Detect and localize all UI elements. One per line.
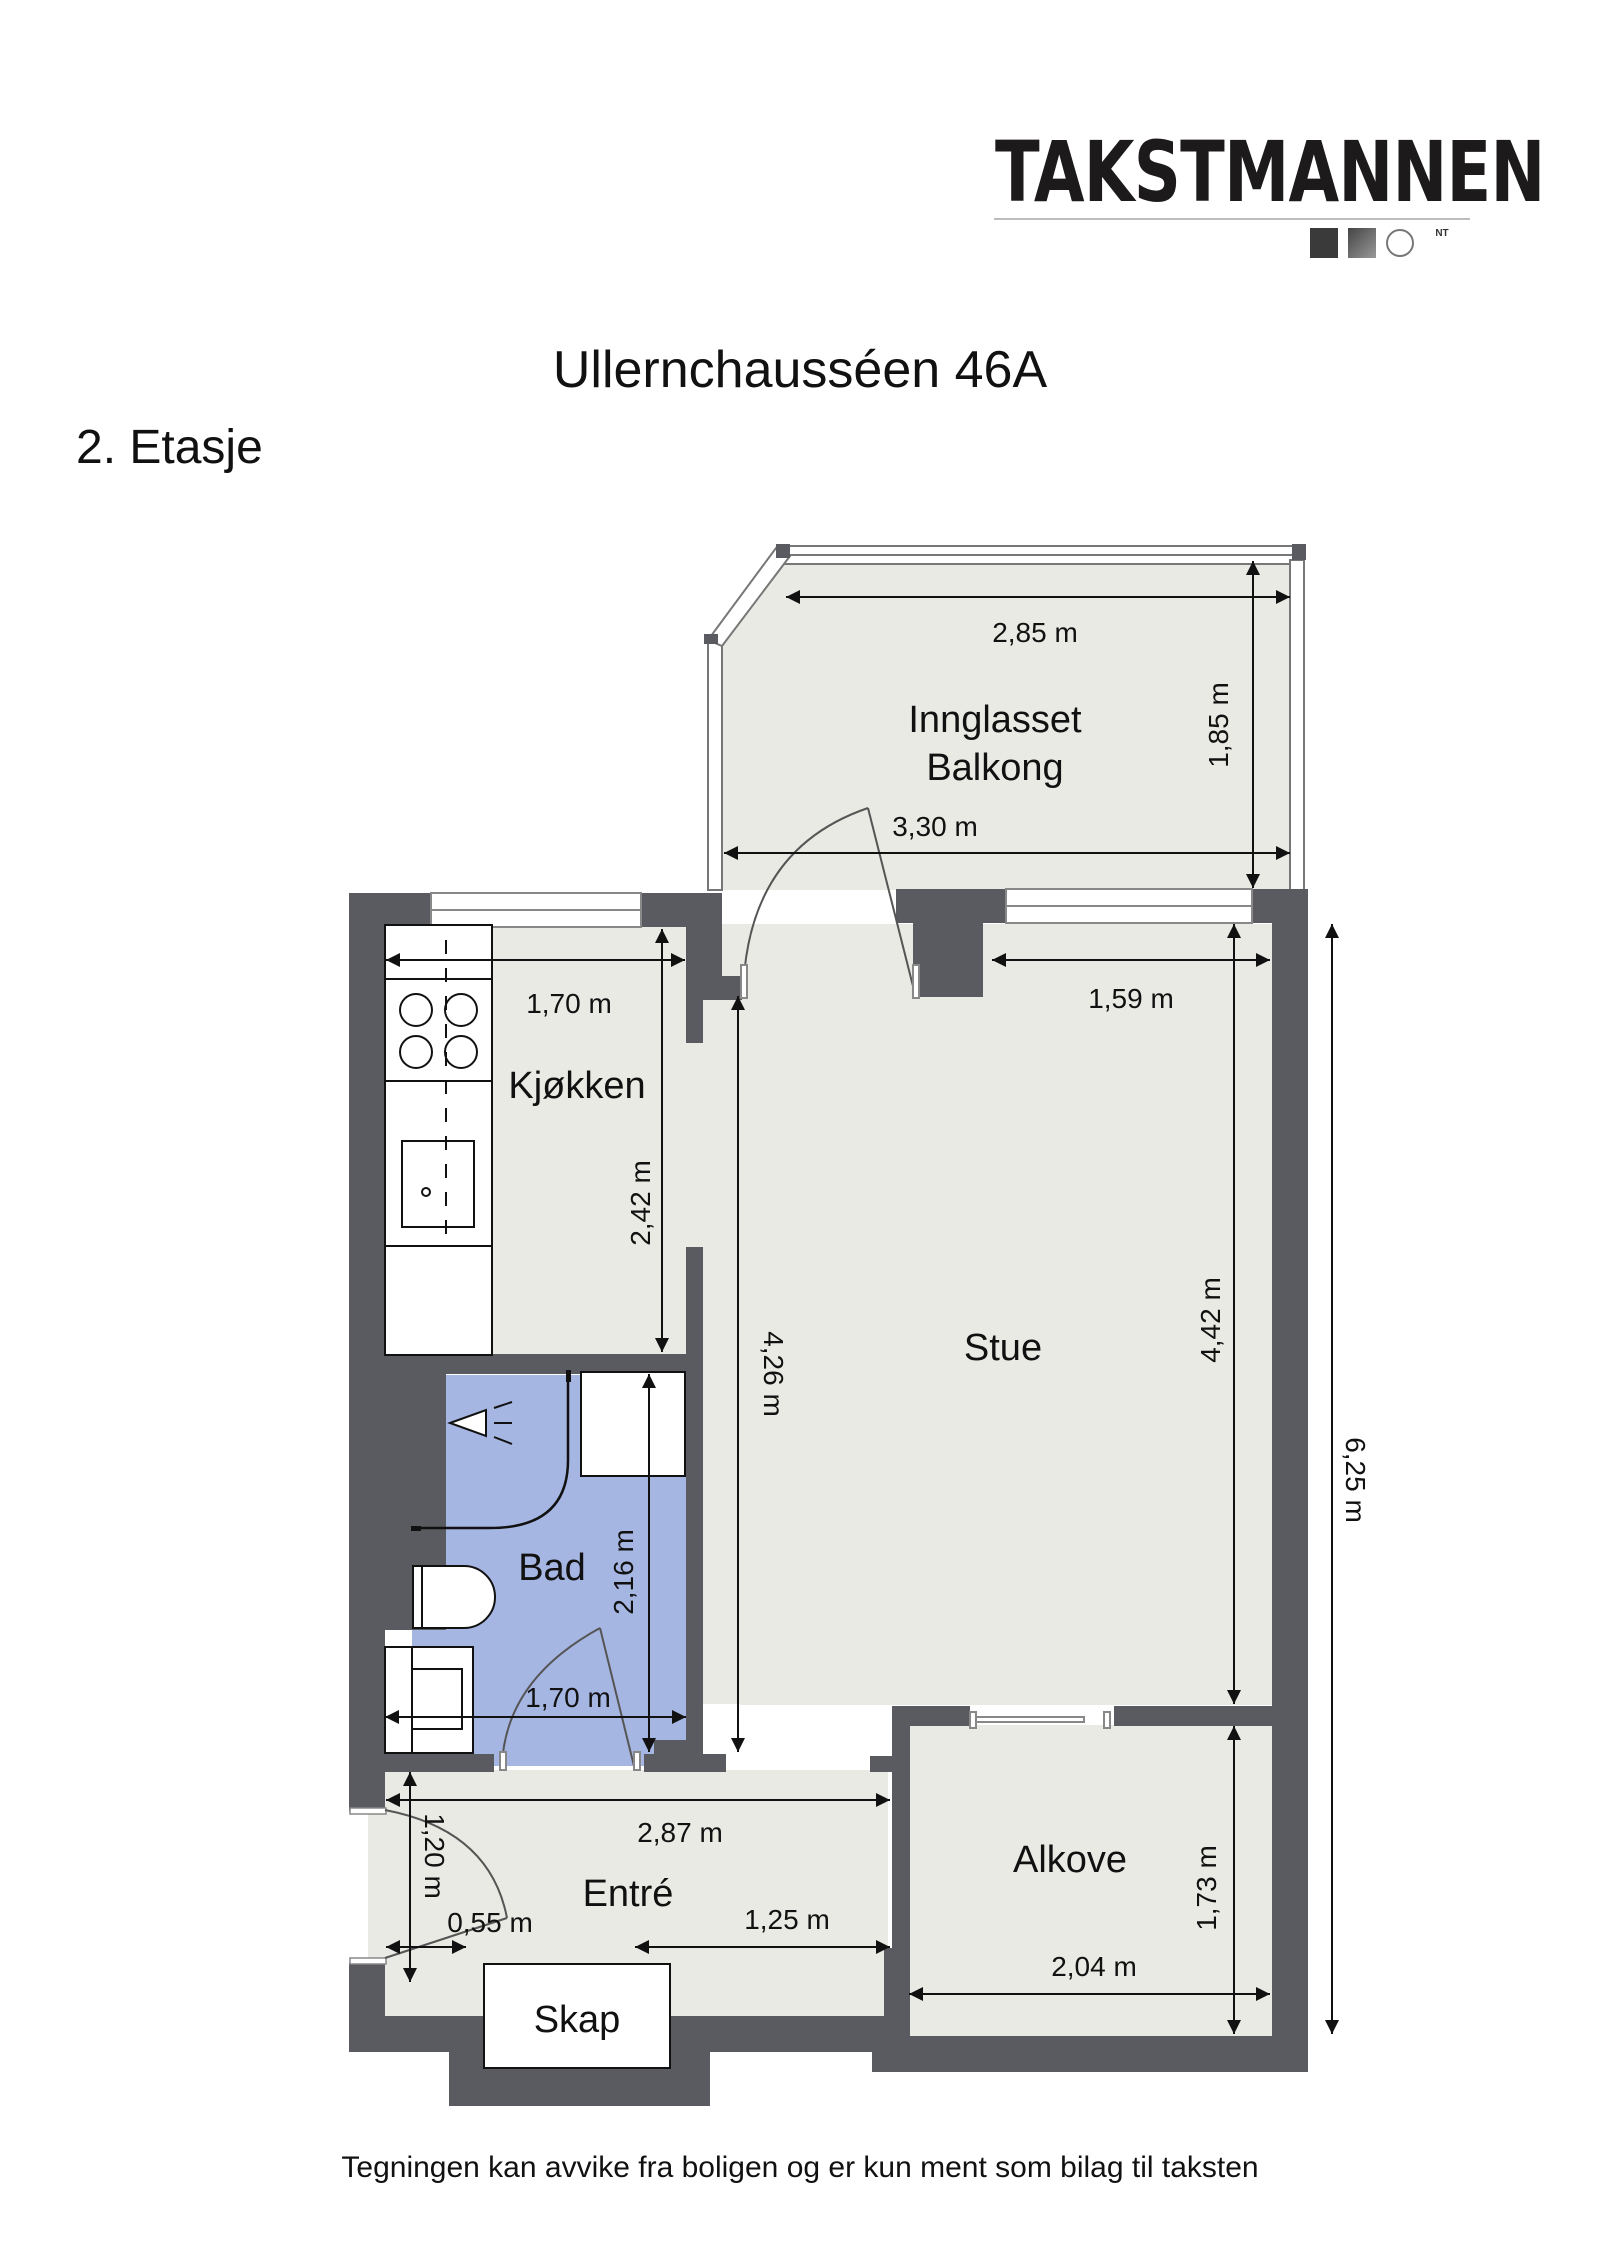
dim-alkove-width: 2,04 m [1051, 1951, 1137, 1982]
dim-total-height: 6,25 m [1340, 1437, 1371, 1523]
dim-balkong-height: 1,85 m [1203, 682, 1234, 768]
org-badge-3-icon [1386, 229, 1414, 257]
room-label-balkong-line2: Balkong [926, 747, 1063, 789]
washing-machine [580, 1371, 686, 1477]
room-label-bad: Bad [518, 1547, 586, 1589]
kitchen-counter [384, 924, 493, 1356]
norsk-takst-icon: NT [1424, 228, 1460, 258]
dim-bad-width: 1,70 m [525, 1682, 611, 1713]
dim-entre-width: 2,87 m [637, 1817, 723, 1848]
room-label-balkong-line1: Innglasset [908, 699, 1082, 741]
shower-head-icon [447, 1401, 513, 1445]
stove-icon [399, 993, 478, 1069]
room-label-skap: Skap [534, 1999, 621, 2041]
logo-divider [994, 218, 1470, 220]
dim-balkong-width-bottom: 3,30 m [892, 811, 978, 842]
org-badge-1-icon [1310, 228, 1338, 258]
room-label-kjokken: Kjøkken [508, 1065, 645, 1107]
balcony-area [704, 544, 1306, 891]
page-title: Ullernchausséen 46A [552, 341, 1048, 399]
dim-balkong-width-top: 2,85 m [992, 617, 1078, 648]
dim-alkove-height: 1,73 m [1191, 1845, 1222, 1931]
sink-icon [384, 1646, 474, 1754]
dim-entre-door-width: 0,55 m [447, 1907, 533, 1938]
dim-kjokken-width: 1,70 m [526, 988, 612, 1019]
room-label-entre: Entré [583, 1873, 674, 1915]
dim-kjokken-height: 2,42 m [625, 1160, 656, 1246]
floor-label: 2. Etasje [76, 421, 263, 474]
skap-cupboard [483, 1963, 671, 2069]
disclaimer: Tegningen kan avvike fra boligen og er k… [341, 2151, 1259, 2184]
dimension-lines [385, 561, 1339, 2034]
dim-stue-left-height: 4,26 m [758, 1331, 789, 1417]
windows [349, 888, 1253, 1965]
room-label-alkove: Alkove [1013, 1839, 1127, 1881]
toilet-icon [412, 1565, 496, 1629]
dim-stue-right-height: 4,42 m [1195, 1277, 1226, 1363]
dim-entre-skap-gap: 1,25 m [744, 1904, 830, 1935]
door-swings [384, 807, 1111, 1959]
dim-stue-top-right-width: 1,59 m [1088, 983, 1174, 1014]
bathroom-fixtures [384, 1370, 686, 1754]
room-label-stue: Stue [964, 1327, 1042, 1369]
org-badge-2-icon [1348, 228, 1376, 258]
certification-badges: NT [1310, 228, 1460, 258]
dim-bad-height: 2,16 m [608, 1529, 639, 1615]
alkove-floor [907, 1725, 1275, 2037]
dim-entre-height: 1,20 m [419, 1813, 450, 1899]
